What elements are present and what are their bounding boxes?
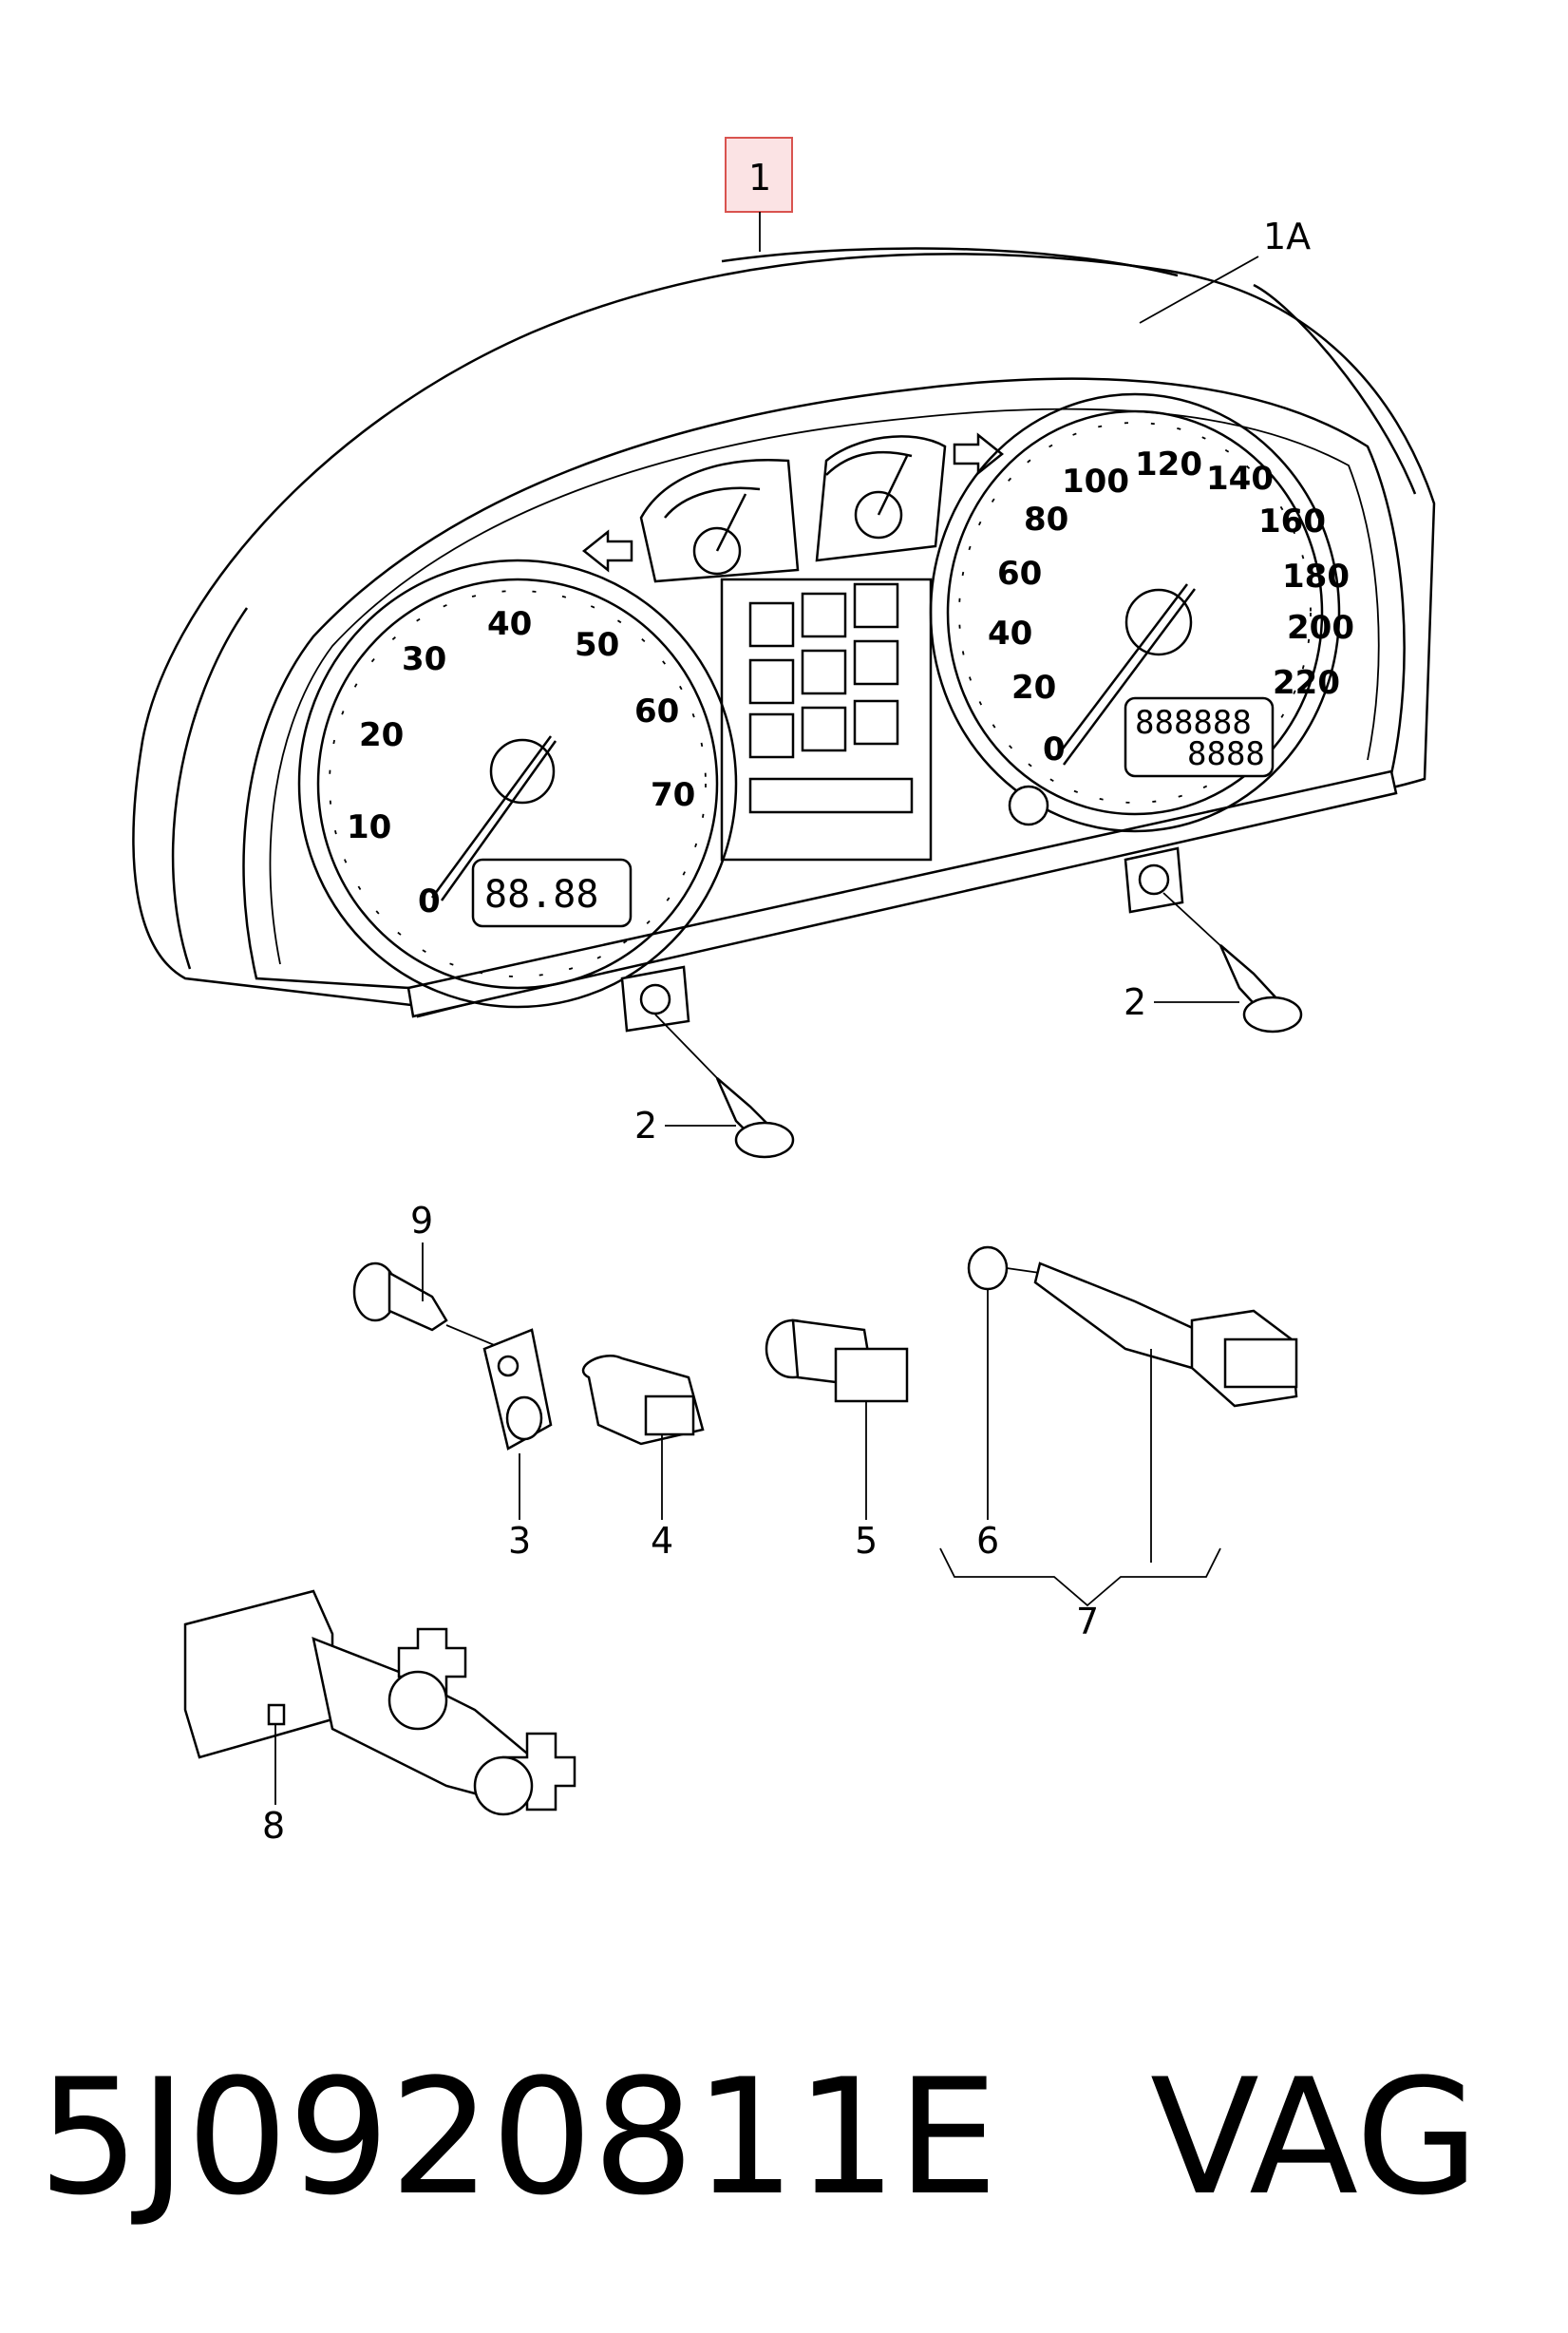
speed-tick-220: 220: [1273, 664, 1340, 702]
speed-tick-0: 0: [1043, 730, 1066, 768]
callout-5: 5: [855, 1520, 878, 1562]
speed-tick-120: 120: [1135, 446, 1202, 484]
brand-name: VAG: [1150, 2044, 1480, 2230]
connector-8: [183, 1589, 576, 1816]
rpm-lcd: [471, 858, 633, 928]
speed-tick-20: 20: [1011, 669, 1056, 707]
connector-4: [581, 1355, 705, 1446]
callout-1-highlight: [725, 137, 793, 213]
speed-lcd: [1124, 696, 1275, 778]
callout-8: 8: [262, 1805, 285, 1847]
callout-2-left: 2: [634, 1105, 657, 1147]
speed-tick-40: 40: [988, 615, 1032, 653]
callout-9: 9: [410, 1200, 433, 1242]
left-gauge: 0 10 20 30 40 50 60 70 88.88: [297, 559, 738, 1009]
callout-3: 3: [508, 1520, 531, 1562]
screw-right: [1162, 892, 1303, 1034]
speed-tick-80: 80: [1024, 501, 1068, 539]
speed-tick-60: 60: [997, 555, 1042, 593]
bracket-3: [482, 1328, 553, 1451]
cluster-bezel: [242, 377, 1406, 1018]
callout-1a: 1A: [1263, 216, 1311, 257]
sensor-5: [765, 1318, 909, 1403]
rpm-tick-30: 30: [402, 640, 446, 678]
center-panel: [581, 432, 1005, 862]
rpm-tick-60: 60: [634, 692, 679, 730]
speed-tick-160: 160: [1258, 503, 1326, 541]
speed-lcd-line2: 8888: [1187, 735, 1265, 773]
rpm-needle: [430, 735, 553, 899]
callout-4: 4: [651, 1520, 673, 1562]
part-number-caption: 5J0920811E VAG: [38, 2042, 1539, 2232]
rpm-tick-10: 10: [347, 808, 391, 846]
cluster-housing: [132, 253, 1436, 1009]
speedometer: 0 20 40 60 80 100 120 140 160 180 200 22…: [929, 392, 1354, 833]
callout-1: 1: [748, 157, 771, 199]
callout-7: 7: [1076, 1601, 1099, 1642]
screw-left: [654, 1014, 795, 1159]
speed-tick-100: 100: [1062, 463, 1129, 501]
speed-tick-140: 140: [1206, 460, 1274, 498]
rpm-tick-50: 50: [575, 626, 619, 664]
part-number: 5J0920811E: [38, 2044, 998, 2230]
callout-7-bracket: [939, 1547, 1221, 1607]
speed-tick-200: 200: [1287, 609, 1354, 647]
callout-6: 6: [976, 1520, 999, 1562]
rpm-tick-70: 70: [651, 776, 695, 814]
rpm-tick-40: 40: [487, 605, 532, 643]
speed-needle: [1053, 583, 1188, 761]
rpm-lcd-text: 88.88: [484, 873, 598, 917]
screw-9: [352, 1261, 504, 1350]
speed-tick-180: 180: [1282, 558, 1350, 596]
rpm-tick-20: 20: [359, 716, 404, 754]
speed-lcd-line1: 888888: [1135, 704, 1252, 742]
sender-7: [1033, 1261, 1298, 1408]
seal-6: [967, 1245, 1041, 1291]
instrument-cluster: 0 10 20 30 40 50 60 70 88.88: [132, 247, 1436, 1033]
callout-2-right: 2: [1124, 981, 1146, 1023]
rpm-tick-0: 0: [418, 882, 441, 920]
